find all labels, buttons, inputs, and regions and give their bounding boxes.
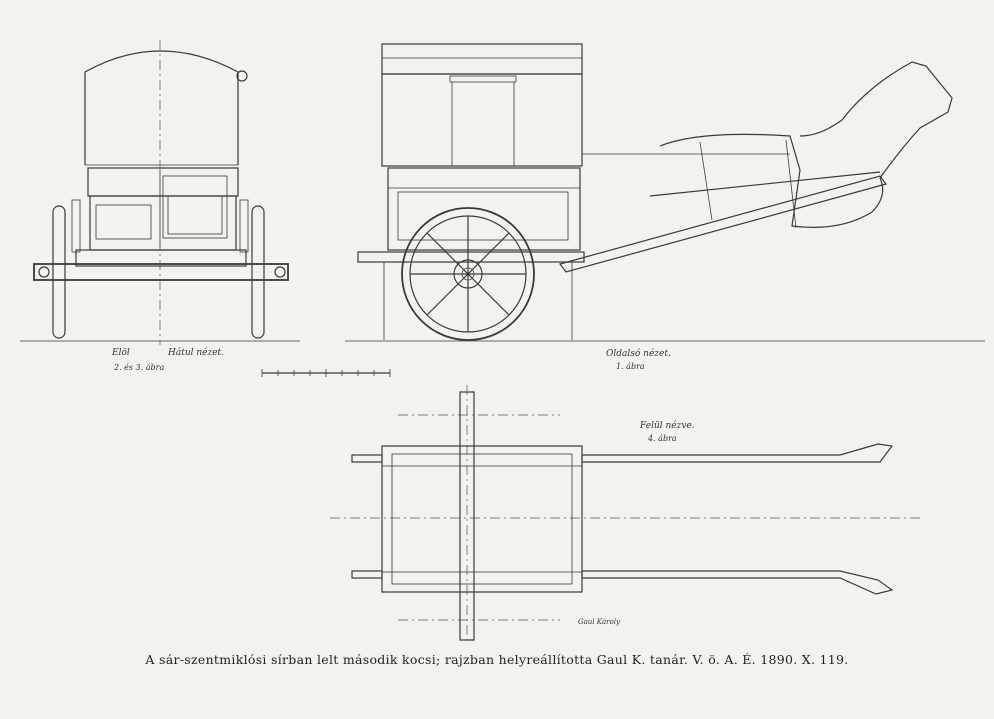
side-wheel (401, 207, 535, 341)
side-label: Oldalsó nézet. (606, 348, 671, 359)
side-view-labels: Oldalsó nézet. 1. ábra (606, 348, 671, 371)
scale-bar (261, 369, 391, 377)
side-view: Oldalsó nézet. 1. ábra (345, 43, 985, 371)
front-rear-view: Elöl Hátul nézet. 2. és 3. ábra (20, 40, 300, 372)
caption: A sár-szentmiklósi sírban lelt második k… (145, 652, 849, 667)
front-label-left: Elöl (111, 348, 130, 358)
front-view-labels: Elöl Hátul nézet. 2. és 3. ábra (111, 347, 224, 372)
signature: Gaul Károly (578, 618, 621, 626)
side-figure-number: 1. ábra (616, 362, 645, 371)
top-figure-number: 4. ábra (647, 434, 677, 443)
horse-outline (582, 61, 953, 229)
top-label: Felül nézve. (639, 420, 695, 431)
top-view-labels: Felül nézve. 4. ábra (639, 420, 695, 443)
top-view: Felül nézve. 4. ábra Gaul Károly (330, 385, 920, 645)
front-label-right: Hátul nézet. (167, 347, 224, 358)
front-figure-number: 2. és 3. ábra (113, 363, 164, 372)
